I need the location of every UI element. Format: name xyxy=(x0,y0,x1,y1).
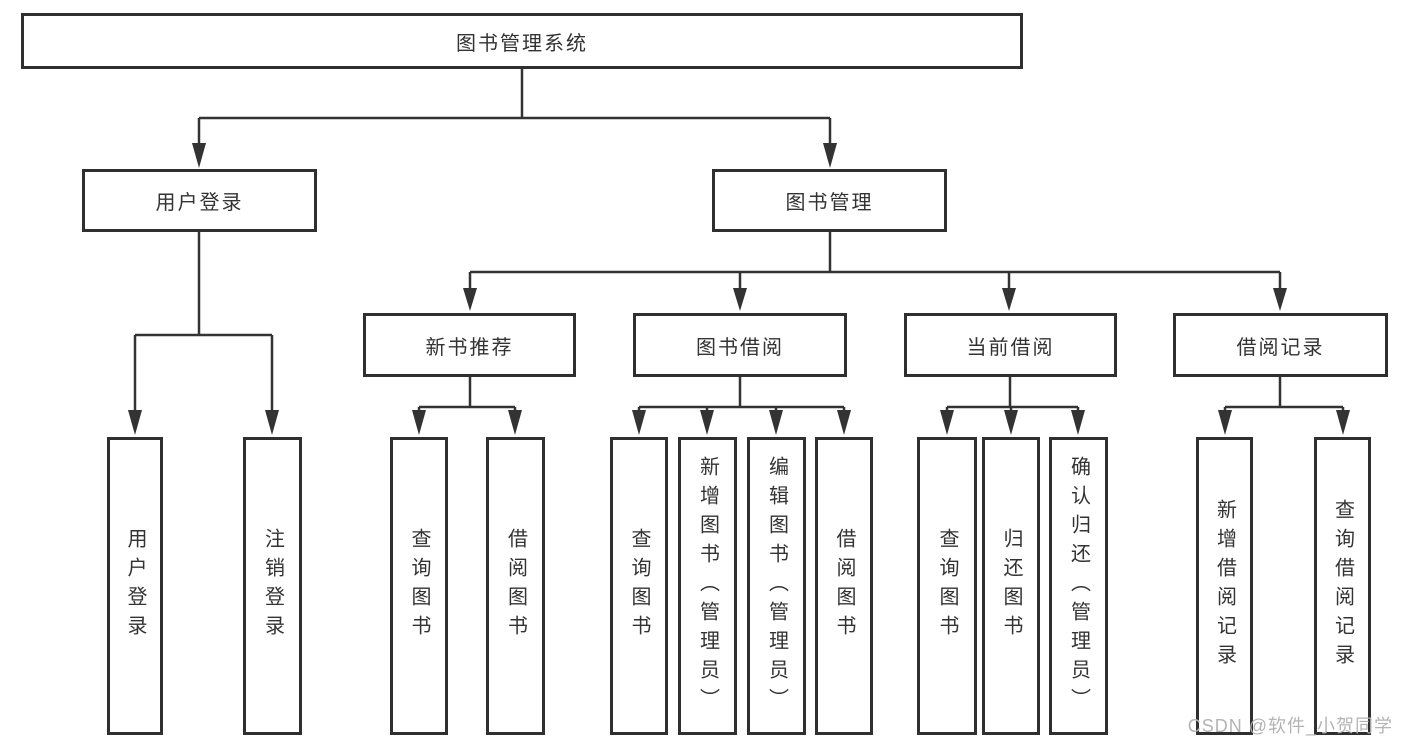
leaf-edit-book-admin: 编辑图书（管理员） xyxy=(747,437,806,735)
leaf-add-book-admin: 新增图书（管理员） xyxy=(678,437,737,735)
leaf-confirm-return-admin: 确认归还（管理员） xyxy=(1049,437,1108,735)
node-borrow-record: 借阅记录 xyxy=(1173,313,1388,377)
node-book-borrow: 图书借阅 xyxy=(633,313,847,377)
leaf-user-login: 用户登录 xyxy=(107,437,163,735)
leaf-query-book-borrow: 查询图书 xyxy=(610,437,668,735)
leaf-borrow-book-recommend: 借阅图书 xyxy=(486,437,545,735)
leaf-query-book-recommend: 查询图书 xyxy=(390,437,448,735)
csdn-watermark: CSDN @软件_小贺同学 xyxy=(1187,716,1393,736)
leaf-return-book: 归还图书 xyxy=(982,437,1040,735)
node-current-borrow: 当前借阅 xyxy=(904,313,1117,377)
node-new-book-recommend: 新书推荐 xyxy=(363,313,576,377)
node-book-management: 图书管理 xyxy=(712,169,947,232)
leaf-logout: 注销登录 xyxy=(243,437,302,735)
leaf-query-book-current: 查询图书 xyxy=(917,437,977,735)
root-node: 图书管理系统 xyxy=(21,13,1023,69)
leaf-borrow-book: 借阅图书 xyxy=(815,437,873,735)
leaf-query-borrow-record: 查询借阅记录 xyxy=(1314,437,1371,735)
node-user-login: 用户登录 xyxy=(82,169,317,232)
leaf-add-borrow-record: 新增借阅记录 xyxy=(1196,437,1253,735)
